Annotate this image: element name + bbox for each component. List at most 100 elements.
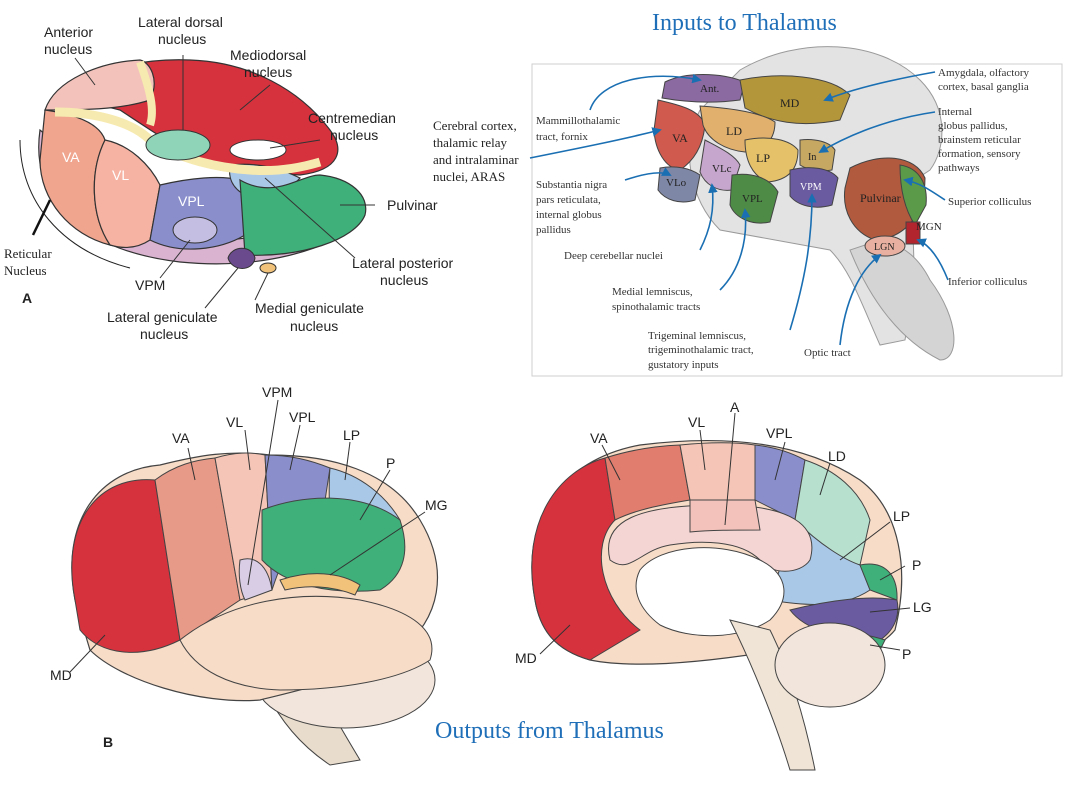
lateral-mg (279, 573, 361, 596)
a-medial-geniculate-1: Medial geniculate (255, 300, 364, 316)
a-mediodorsal-2: nucleus (244, 64, 292, 80)
lat-p: P (386, 455, 395, 471)
a-centremedian-2: nucleus (330, 127, 378, 143)
lat-mg: MG (425, 497, 448, 513)
med-lp: LP (893, 508, 910, 524)
region-vpm (172, 216, 218, 244)
lat-vpl: VPL (289, 409, 316, 425)
in-nigra-1: Substantia nigra (536, 179, 607, 191)
a-vpm: VPM (135, 277, 165, 293)
lat-md: MD (50, 667, 72, 683)
a-centremedian-1: Centremedian (308, 110, 396, 126)
inputs-title: Inputs to Thalamus (652, 10, 837, 36)
a-lateral-geniculate-1: Lateral geniculate (107, 309, 218, 325)
region-pulvinar (239, 174, 367, 256)
in-region-mgn (905, 221, 921, 245)
med-vl: VL (688, 414, 705, 430)
a-label-vl: VL (112, 167, 129, 183)
in-lbl-mgn: MGN (916, 221, 942, 233)
in-cortex-2: thalamic relay (433, 135, 507, 150)
in-lbl-pulvinar: Pulvinar (860, 191, 901, 205)
in-region-vpm (789, 167, 839, 208)
med-lg: LG (913, 599, 932, 615)
medial-diencephalon (635, 547, 785, 637)
in-nigra-3: internal globus (536, 209, 602, 221)
in-lemniscus-2: spinothalamic tracts (612, 301, 700, 313)
in-cortex-3: and intralaminar (433, 152, 519, 167)
in-lbl-in: In (808, 152, 816, 163)
a-anterior-1: Anterior (44, 24, 93, 40)
lat-vl: VL (226, 414, 243, 430)
in-lbl-lgn: LGN (874, 242, 895, 253)
outputs-title: Outputs from Thalamus (435, 718, 664, 744)
in-lemniscus-1: Medial lemniscus, (612, 286, 693, 298)
in-optic: Optic tract (804, 347, 851, 359)
medial-vl (679, 442, 756, 501)
in-internal-1: Internal (938, 106, 972, 118)
in-lbl-vlc: VLc (712, 163, 732, 175)
in-region-va (653, 99, 706, 171)
panel-a-thalamus: VA VL VPL Anterior nucleus Lateral dorsa… (4, 14, 454, 342)
med-vpl: VPL (766, 425, 793, 441)
lat-lp: LP (343, 427, 360, 443)
lateral-temporal (179, 595, 433, 691)
panel-a-letter: A (22, 290, 32, 306)
a-pulvinar: Pulvinar (387, 197, 438, 213)
a-label-vpl: VPL (178, 193, 205, 209)
in-lbl-lp: LP (756, 151, 770, 165)
reticular-arc (19, 139, 131, 269)
inputs-panel: Inputs to Thalamus Ant. MD VA LD LP In V… (433, 10, 1063, 377)
in-trigeminal-1: Trigeminal lemniscus, (648, 330, 746, 342)
in-internal-4: formation, sensory (938, 148, 1021, 160)
in-sup-colliculus: Superior colliculus (948, 196, 1031, 208)
a-reticular-2: Nucleus (4, 263, 47, 278)
a-anterior-2: nucleus (44, 41, 92, 57)
in-amygdala-1: Amygdala, olfactory (938, 67, 1030, 79)
medial-cerebellum (774, 622, 886, 708)
in-lbl-va: VA (672, 131, 688, 145)
a-lateral-dorsal-2: nucleus (158, 31, 206, 47)
a-lateral-dorsal-1: Lateral dorsal (138, 14, 223, 30)
in-trigeminal-3: gustatory inputs (648, 359, 719, 371)
region-vl (93, 139, 161, 248)
in-lbl-md: MD (780, 96, 800, 110)
a-lateral-posterior-2: nucleus (380, 272, 428, 288)
in-amygdala-2: cortex, basal ganglia (938, 81, 1029, 93)
in-lbl-vlo: VLo (666, 177, 687, 189)
in-internal-2: globus pallidus, (938, 120, 1008, 132)
a-mediodorsal-1: Mediodorsal (230, 47, 306, 63)
in-cortex-4: nuclei, ARAS (433, 169, 505, 184)
region-centremedian (229, 139, 287, 161)
med-md: MD (515, 650, 537, 666)
a-lateral-posterior-1: Lateral posterior (352, 255, 454, 271)
in-nigra-4: pallidus (536, 224, 571, 236)
lat-vpm: VPM (262, 384, 292, 400)
region-anterior (44, 59, 155, 111)
in-lbl-vpl: VPL (742, 193, 763, 205)
a-lateral-geniculate-2: nucleus (140, 326, 188, 342)
region-lateral-dorsal (145, 129, 211, 161)
in-nigra-2: pars reticulata, (536, 194, 601, 206)
panel-b-letter: B (103, 734, 113, 750)
med-ld: LD (828, 448, 846, 464)
lat-va: VA (172, 430, 190, 446)
in-region-lgn (864, 235, 906, 257)
med-a: A (730, 399, 740, 415)
in-lbl-vpm: VPM (800, 182, 822, 193)
a-label-va: VA (62, 149, 80, 165)
in-internal-5: pathways (938, 162, 980, 174)
lateral-brain: VA VL VPM VPL LP P MG MD B (50, 384, 448, 766)
medial-corpus-callosum (608, 504, 813, 572)
in-lbl-ld: LD (726, 124, 742, 138)
in-lbl-ant: Ant. (700, 83, 720, 95)
medial-brain: VA VL A VPL LD LP P LG P MD (515, 399, 932, 771)
med-p2: P (902, 646, 911, 662)
a-reticular-1: Reticular (4, 246, 52, 261)
med-p1: P (912, 557, 921, 573)
in-mammillo-1: Mammillothalamic (536, 115, 620, 127)
region-lateral-geniculate (227, 247, 256, 269)
region-medial-geniculate (259, 262, 277, 274)
in-inf-colliculus: Inferior colliculus (948, 276, 1027, 288)
in-trigeminal-2: trigeminothalamic tract, (648, 344, 754, 356)
